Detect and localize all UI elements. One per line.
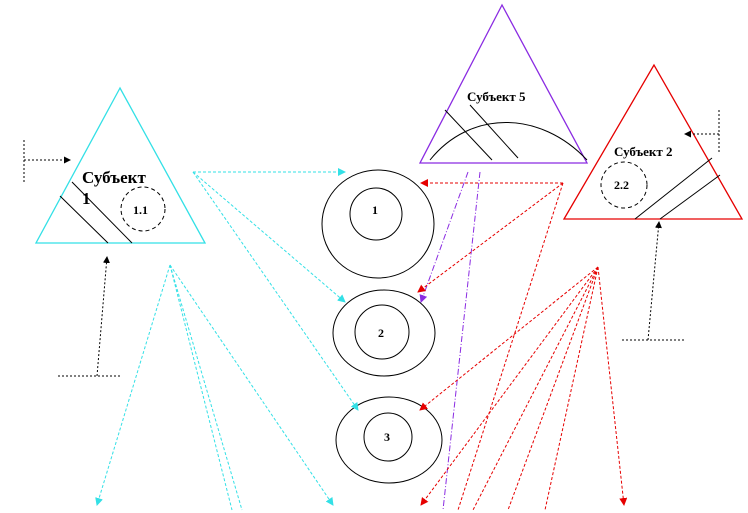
arrow-s5-to-level2 xyxy=(419,171,469,303)
arrow-s2-down-2 xyxy=(420,266,599,506)
subject-5-curve xyxy=(429,122,588,161)
arrow-s2-down-3 xyxy=(472,266,599,511)
subject-1-node: Субъект 1 1.1 xyxy=(34,86,207,244)
subject-2-node: Субъект 2 2.2 xyxy=(562,63,744,220)
level-2-outer-ring xyxy=(332,289,436,377)
level-1-label: 1 xyxy=(372,203,378,217)
level-3-outer-ring xyxy=(335,396,443,484)
level-3-node: 3 xyxy=(335,396,443,484)
level-2-node: 2 xyxy=(332,289,436,377)
subject-5-triangle xyxy=(418,3,589,164)
arrow-s2-to-level3 xyxy=(419,266,599,411)
subject-1-hatch-line xyxy=(59,195,109,244)
arrow-s2-down-5 xyxy=(597,266,628,506)
subject-2-inner-circle xyxy=(600,161,648,209)
arrow-s5-down xyxy=(442,171,481,511)
subject-1-title-line2: 1 xyxy=(82,189,91,208)
subject-5-title: Субъект 5 xyxy=(467,89,526,104)
arrow-s1-to-level3 xyxy=(192,171,359,411)
level-2-label: 2 xyxy=(378,326,384,340)
subject-2-triangle xyxy=(562,63,744,220)
subject-5-hatch-line xyxy=(444,109,493,161)
level-3-label: 3 xyxy=(384,430,390,444)
subject-1-triangle xyxy=(34,86,207,244)
subject-2-hatch-line xyxy=(634,157,713,220)
pointer-arrows xyxy=(23,110,720,377)
level-1-outer-ring xyxy=(321,169,435,279)
arrow-s1-down-4 xyxy=(169,264,334,506)
level-1-inner-circle xyxy=(349,187,403,241)
subject-2-connections xyxy=(417,179,628,511)
arrow-s2-down-1 xyxy=(457,182,564,511)
subject-1-inner-label: 1.1 xyxy=(133,203,148,217)
arrow-s2-to-level2 xyxy=(417,182,564,293)
arrow-s1-down-3 xyxy=(169,264,243,511)
subject-5-connections xyxy=(419,171,481,511)
subject-5-node: Субъект 5 xyxy=(418,3,589,164)
subject-1-connections xyxy=(95,168,359,511)
subject-1-inner-circle xyxy=(120,186,166,232)
pointer-s2-bottom xyxy=(647,221,662,341)
subject-1-title-line1: Субъект xyxy=(82,168,146,187)
subject-5-hatch-line xyxy=(469,104,519,159)
subject-2-hatch-line xyxy=(659,174,721,220)
arrow-s2-down-6 xyxy=(544,266,599,511)
pointer-s1-bottom xyxy=(96,256,110,377)
level-1-node: 1 xyxy=(321,169,435,279)
level-3-inner-circle xyxy=(363,412,413,462)
arrow-s1-down-2 xyxy=(169,264,233,511)
arrow-s1-down-1 xyxy=(95,264,171,506)
subject-1-hatch-line xyxy=(71,181,133,244)
arrow-s2-down-4 xyxy=(507,266,599,511)
level-2-inner-circle xyxy=(354,304,410,360)
subject-2-title: Субъект 2 xyxy=(614,144,673,159)
arrow-s1-to-level2 xyxy=(192,171,346,303)
subject-2-inner-label: 2.2 xyxy=(614,178,629,192)
